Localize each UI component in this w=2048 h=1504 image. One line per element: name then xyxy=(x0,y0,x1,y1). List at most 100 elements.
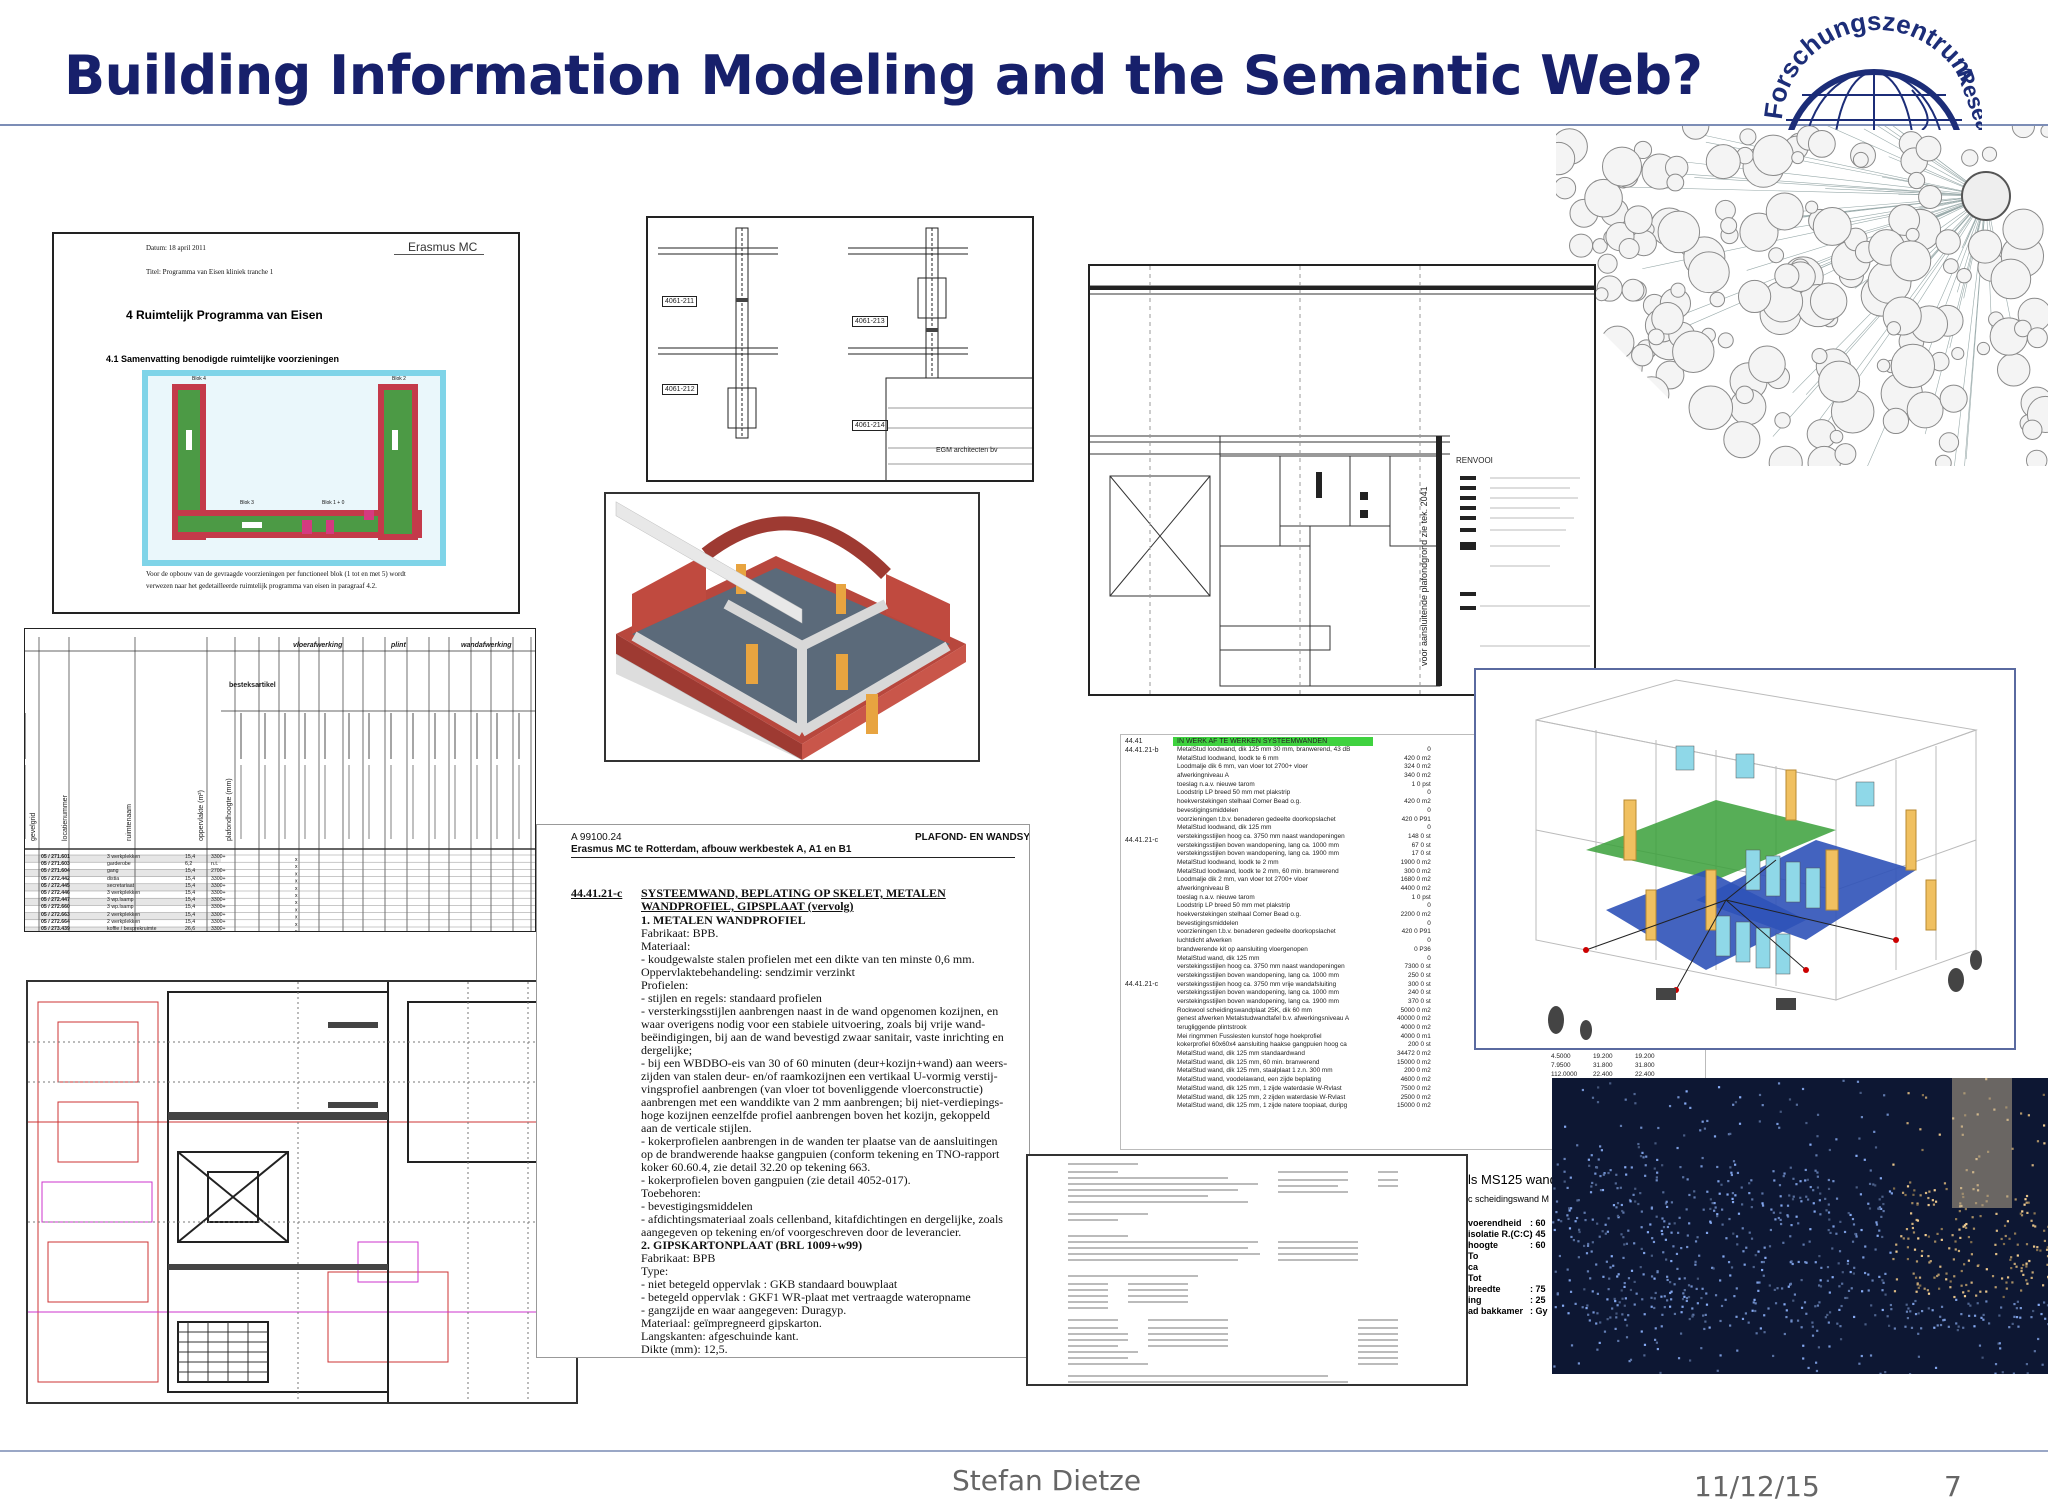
svg-text:x: x xyxy=(295,871,298,877)
sheet-quantity: 4600 0 m2 xyxy=(1400,1076,1431,1084)
sheet-code-2: 44.41.21-b xyxy=(1125,747,1159,754)
svg-text:x: x xyxy=(295,907,298,913)
sheet-quantity: 4000 0 m2 xyxy=(1400,1024,1431,1031)
room-table-cell: 15,4 xyxy=(185,918,196,925)
room-table-cell: 3300+ xyxy=(211,918,226,925)
plan-vertical-note: voor aansluitende plafondgrond zie tek. … xyxy=(1419,486,1429,666)
sheet-item: Mei ringmmen Fusslesten kunstof hoge hoe… xyxy=(1177,1032,1322,1040)
sheet-quantity: 4000 0 m1 xyxy=(1400,1032,1431,1040)
sheet-quantity: 0 P36 xyxy=(1414,945,1431,953)
sheet-quantity: 300 0 st xyxy=(1408,980,1431,988)
sheet-quantity: 420 0 m2 xyxy=(1404,754,1431,762)
sheet-item: verstekingsstijlen hoog ca. 3750 mm naas… xyxy=(1177,963,1345,971)
svg-text:Blok 4: Blok 4 xyxy=(192,376,206,382)
detail-label-213: 4061-213 xyxy=(852,316,888,327)
floorplan-drawing: RENVOOI voor aansluitende plafondgrond z… xyxy=(1088,264,1596,696)
footer-page-number: 7 xyxy=(1944,1470,1962,1503)
spec-line: dergelijke; xyxy=(641,1043,693,1057)
svg-text:x: x xyxy=(295,915,298,921)
bestek-label: besteksartikel xyxy=(229,682,276,689)
sheet-quantity: 148 0 st xyxy=(1408,832,1431,840)
sheet-code-1: 44.41 xyxy=(1125,738,1143,745)
fragment-row-value: : 25 xyxy=(1530,1295,1546,1305)
room-table-cell: 3 werkplekken xyxy=(107,890,141,896)
sheet-quantity: 340 0 m2 xyxy=(1404,772,1431,780)
spec-line: vingsprofiel aanbrengen (van vloer tot b… xyxy=(641,1082,983,1096)
room-table-cell: 3 wp.Isamp xyxy=(107,904,134,911)
room-table-cell: 15,4 xyxy=(185,882,196,889)
spec-line: - bij een WBDBO-eis van 30 of 60 minuten… xyxy=(641,1056,1008,1070)
sheet-item: MetalStud loodwand, loodk te 6 mm xyxy=(1177,754,1279,762)
svg-text:Blok 2: Blok 2 xyxy=(392,376,406,382)
footer-date: 11/12/15 xyxy=(1694,1470,1820,1503)
spec-line: - niet betegeld oppervlak : GKB standaar… xyxy=(641,1277,898,1291)
sheet-item: luchtdicht afwerken xyxy=(1177,937,1232,945)
room-table-cell: 05 / 272.664 xyxy=(41,918,70,925)
svg-text:x: x xyxy=(295,886,298,892)
sheet-item: Loodmalje dik 6 mm, van vloer tot 2700+ … xyxy=(1177,763,1308,771)
cost-calculation-doc xyxy=(1026,1154,1468,1386)
room-table-cell: 05 / 272.445 xyxy=(41,882,70,889)
slide-title: Building Information Modeling and the Se… xyxy=(64,44,1703,107)
sheet-quantity: 7300 0 st xyxy=(1404,963,1431,971)
room-table-cell: 15,4 xyxy=(185,868,196,875)
building-3d-model xyxy=(604,492,980,762)
sheet-item: bevestigingsmiddelen xyxy=(1177,919,1239,927)
sheet-item: verstekingsstijlen hoog ca. 3750 mm naas… xyxy=(1177,832,1345,840)
svg-text:x: x xyxy=(295,879,298,885)
room-table-cell: 26,6 xyxy=(185,926,196,932)
room-table-cell: 3 wp.Isamp xyxy=(107,897,134,904)
spec-line: Dikte (mm): 12,5. xyxy=(641,1342,728,1356)
sheet-quantity: 15000 0 m2 xyxy=(1397,1058,1431,1066)
sheet-quantity: 0 xyxy=(1427,919,1431,927)
sheet-item: Loodstrip LP breed 50 mm met plakstrip xyxy=(1177,789,1291,797)
sheet-item: verstekingsstijlen boven wandopening, la… xyxy=(1177,850,1339,858)
spec-line: - bevestigingsmiddelen xyxy=(641,1199,753,1213)
spec-header-chapter: PLAFOND- EN WANDSYSTEMEN 44 xyxy=(915,832,1030,843)
sheet-quantity: 300 0 m2 xyxy=(1404,867,1431,875)
sheet-quantity: 0 xyxy=(1427,902,1431,910)
sheet-quantity: 0 xyxy=(1427,746,1431,753)
fragment-row-label: hoogte xyxy=(1468,1240,1498,1250)
sheet-item: MetalStud wand, voodelawand, een zijde b… xyxy=(1177,1076,1321,1084)
room-table-cell: 3300+ xyxy=(211,854,226,860)
fragment-row-value: : Gy xyxy=(1530,1306,1548,1316)
detail-firm: EGM architecten bv xyxy=(936,447,998,454)
room-table-cell: 3300+ xyxy=(211,875,226,882)
room-table-cell: 05 / 271.603 xyxy=(41,861,70,868)
spec-line: 2. GIPSKARTONPLAAT (BRL 1009+w99) xyxy=(641,1238,863,1252)
sheet-quantity: 67 0 st xyxy=(1411,841,1431,849)
sheet-item: hoekverstekingen stelhaal Comer Bead o.g… xyxy=(1177,798,1301,806)
doc-caption-2: verwezen naar het gedetailleerde ruimtel… xyxy=(146,582,377,590)
fragment-title: ls MS125 wander xyxy=(1468,1172,1552,1187)
fragment-row-label: ca xyxy=(1468,1262,1479,1272)
spec-header-code: A 99100.24 xyxy=(571,832,622,843)
footer-rule xyxy=(0,1450,2048,1452)
room-table-cell: 05 / 272.446 xyxy=(41,890,70,896)
detail-label-214: 4061-214 xyxy=(852,420,888,431)
sheet-item: terugliggende plintstrook xyxy=(1177,1024,1247,1031)
fragment-subtitle: c scheidingswand M xyxy=(1468,1194,1550,1204)
fragment-row-value: : 45 xyxy=(1530,1229,1546,1239)
spec-line: Langskanten: afgeschuinde kant. xyxy=(641,1329,799,1343)
sheet-quantity: 420 0 P91 xyxy=(1401,928,1431,936)
sheet-quantity: 2200 0 m2 xyxy=(1400,911,1431,919)
sheet-side-value: 19.200 xyxy=(1635,1053,1655,1060)
wall-spec-fragment: ls MS125 wander c scheidingswand M voere… xyxy=(1468,1168,1552,1354)
room-table-cell: 2 werkplekken xyxy=(107,918,141,925)
sheet-quantity: 7500 0 m2 xyxy=(1400,1084,1431,1092)
spec-line: Type: xyxy=(641,1264,669,1278)
room-table-cell: 15,4 xyxy=(185,911,196,918)
sheet-item: Loodmalje dik 2 mm, van vloer tot 2700+ … xyxy=(1177,876,1308,884)
spec-code: 44.41.21-c xyxy=(571,886,623,900)
room-table-cell: 3300+ xyxy=(211,897,226,904)
spec-line: - kokerprofielen boven gangpuien (zie de… xyxy=(641,1173,911,1187)
room-table-cell: 3 werkplekken xyxy=(107,854,141,860)
room-table-cell: 05 / 272.660 xyxy=(41,904,70,911)
fragment-row-value: : 75 xyxy=(1530,1284,1546,1294)
room-table-cell: 15,4 xyxy=(185,854,196,860)
spec-line: beëindigingen, bij aan de wand bevestigd… xyxy=(641,1030,1004,1044)
sheet-item: Loodstrip LP breed 50 mm met plakstrip xyxy=(1177,902,1291,910)
ontology-graph-image xyxy=(1556,126,2048,466)
